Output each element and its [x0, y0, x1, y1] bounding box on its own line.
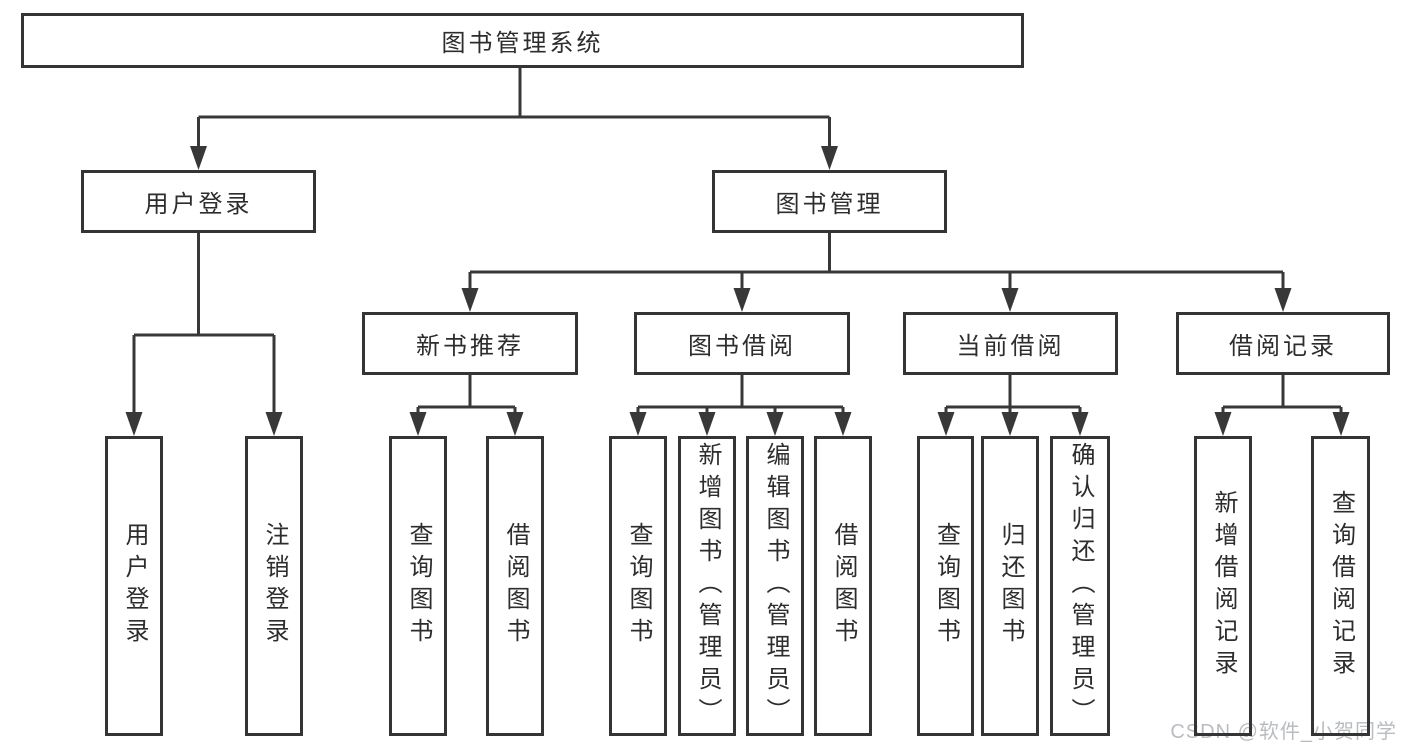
leaf-query-borrow-record-label: 查询借阅记录 [1327, 490, 1355, 682]
node-book-management: 图书管理 [712, 170, 947, 233]
leaf-confirm-return-admin: 确认归还（管理员） [1050, 436, 1110, 736]
leaf-return-books: 归还图书 [981, 436, 1039, 736]
leaf-borrow-books-label: 借阅图书 [830, 522, 857, 650]
leaf-add-books-admin: 新增图书（管理员） [678, 436, 736, 736]
node-root: 图书管理系统 [21, 13, 1024, 68]
node-new-book-recommend: 新书推荐 [362, 312, 578, 375]
leaf-borrow-books: 借阅图书 [814, 436, 872, 736]
leaf-logout-label: 注销登录 [261, 522, 288, 650]
leaf-return-books-label: 归还图书 [997, 522, 1024, 650]
leaf-query-books-recommend-label: 查询图书 [405, 522, 432, 650]
leaf-edit-books-admin-label: 编辑图书（管理员） [762, 442, 789, 730]
leaf-borrow-books-recommend-label: 借阅图书 [502, 522, 529, 650]
leaf-query-books-recommend: 查询图书 [389, 436, 447, 736]
arrowheads [125, 146, 1350, 436]
leaf-confirm-return-admin-label: 确认归还（管理员） [1067, 442, 1094, 730]
leaf-query-books-current: 查询图书 [917, 436, 974, 736]
node-borrow-records: 借阅记录 [1176, 312, 1390, 375]
watermark: CSDN @软件_小贺同学 [1170, 721, 1397, 743]
leaf-query-books-current-label: 查询图书 [932, 522, 960, 650]
leaf-borrow-books-recommend: 借阅图书 [486, 436, 544, 736]
node-book-borrow: 图书借阅 [634, 312, 850, 375]
leaf-query-books-borrow-label: 查询图书 [625, 522, 652, 650]
leaf-add-borrow-record: 新增借阅记录 [1194, 436, 1252, 736]
leaf-query-books-borrow: 查询图书 [609, 436, 667, 736]
leaf-edit-books-admin: 编辑图书（管理员） [746, 436, 804, 736]
node-current-borrow: 当前借阅 [903, 312, 1118, 375]
leaf-user-login: 用户登录 [105, 436, 163, 736]
leaf-add-books-admin-label: 新增图书（管理员） [694, 442, 721, 730]
leaf-query-borrow-record: 查询借阅记录 [1311, 436, 1370, 736]
leaf-logout: 注销登录 [245, 436, 303, 736]
node-user-login: 用户登录 [81, 170, 316, 233]
leaf-user-login-label: 用户登录 [121, 522, 148, 650]
leaf-add-borrow-record-label: 新增借阅记录 [1210, 490, 1237, 682]
